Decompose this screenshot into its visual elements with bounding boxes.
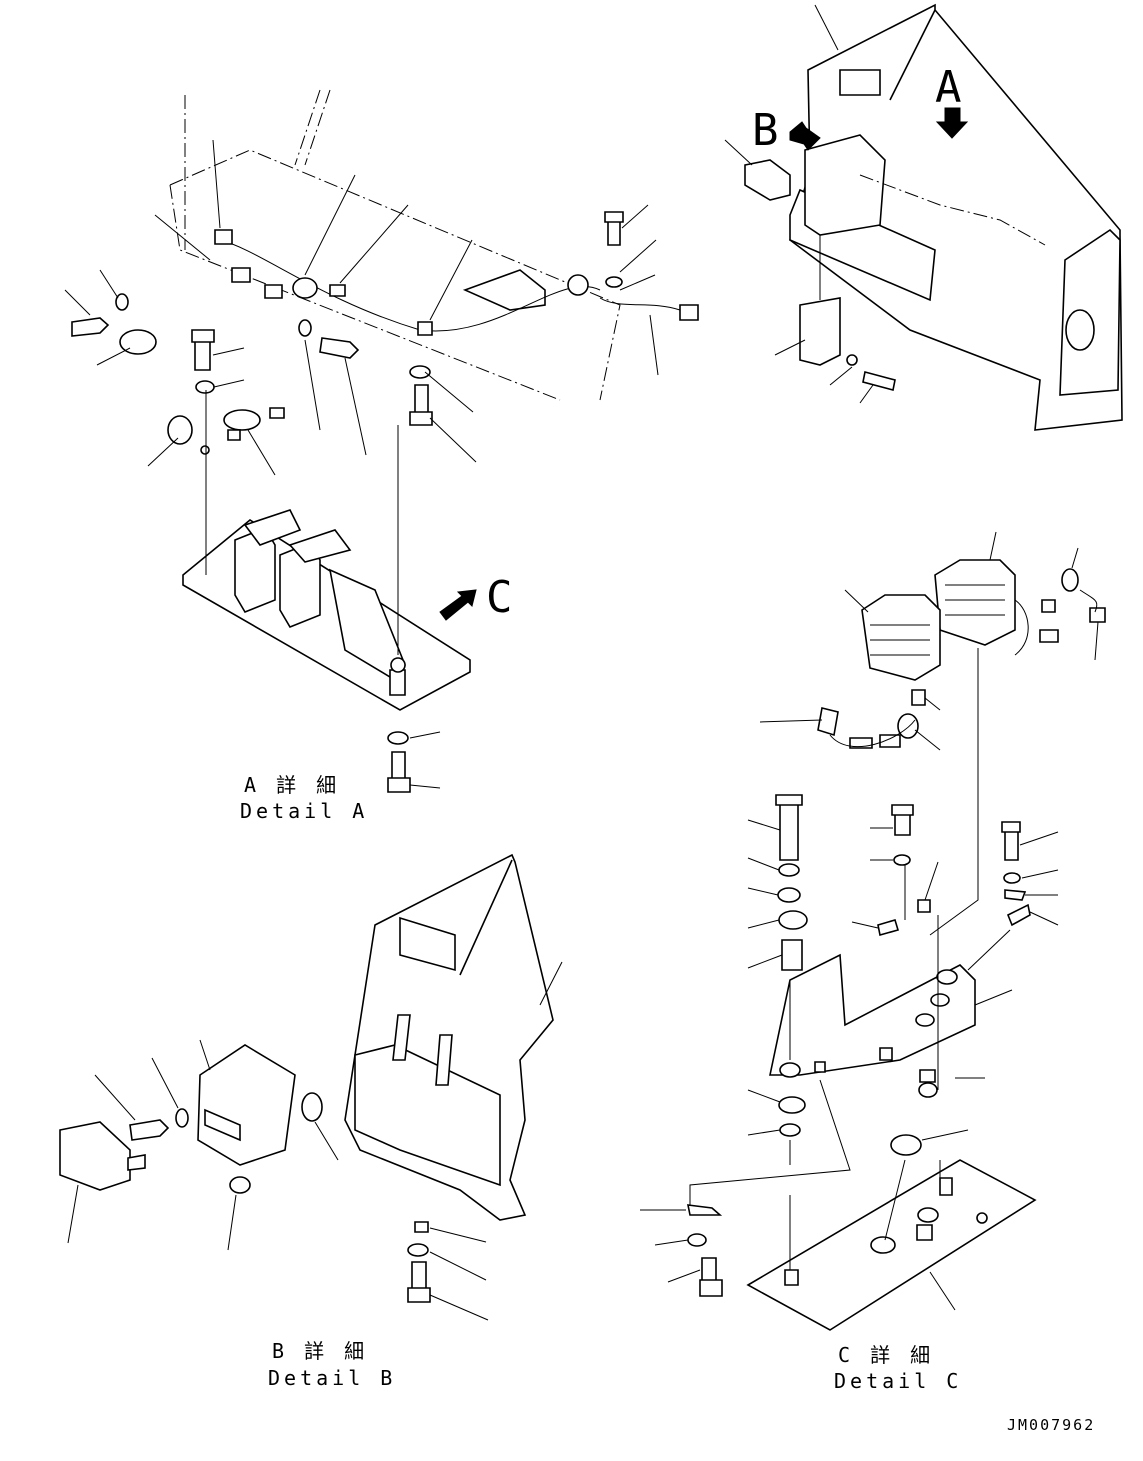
- overview-assembly: [724, 3, 1123, 431]
- detail-a-caption-en: Detail A: [240, 799, 368, 823]
- detail-b-assembly: [59, 853, 563, 1321]
- detail-c-caption-en: Detail C: [834, 1369, 962, 1393]
- detail-b-caption-jp: B 詳 細: [272, 1339, 368, 1363]
- detail-c-assembly: [640, 531, 1106, 1331]
- callout-a-label: A: [935, 62, 962, 113]
- callout-c-label: C: [486, 572, 513, 623]
- view-a-arrow-icon: [935, 107, 969, 139]
- detail-c-caption-jp: C 詳 細: [838, 1343, 934, 1367]
- drawing-number: JM007962: [1007, 1416, 1095, 1434]
- callout-b-label: B: [752, 105, 779, 156]
- view-b-arrow-icon: [789, 121, 821, 151]
- view-c-arrow-icon: [439, 589, 477, 621]
- detail-b-caption-en: Detail B: [268, 1366, 396, 1390]
- detail-a-assembly: [64, 89, 699, 793]
- detail-a-caption-jp: A 詳 細: [244, 773, 340, 797]
